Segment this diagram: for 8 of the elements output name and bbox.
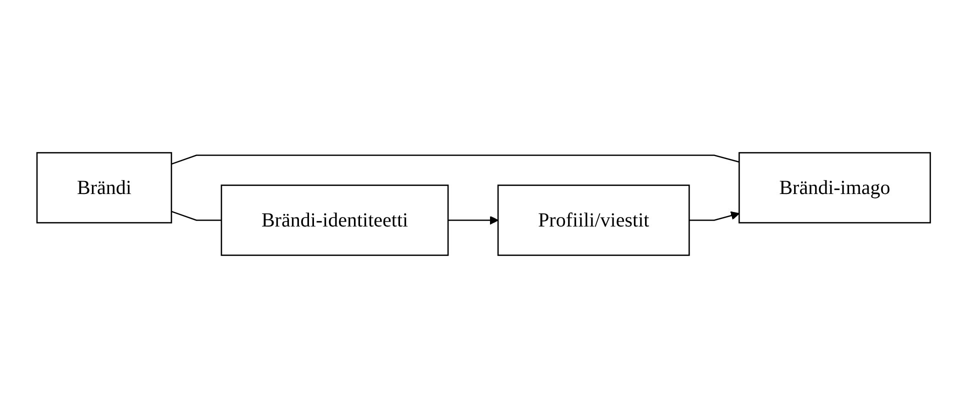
node-box: Brändi-imago	[738, 152, 931, 224]
node-box: Brändi	[36, 152, 172, 224]
node-box: Profiili/viestit	[497, 184, 690, 256]
connector	[171, 154, 740, 165]
connector	[171, 210, 222, 221]
arrow	[689, 211, 740, 221]
arrow	[448, 216, 498, 225]
node-box: Brändi-identiteetti	[220, 184, 449, 256]
